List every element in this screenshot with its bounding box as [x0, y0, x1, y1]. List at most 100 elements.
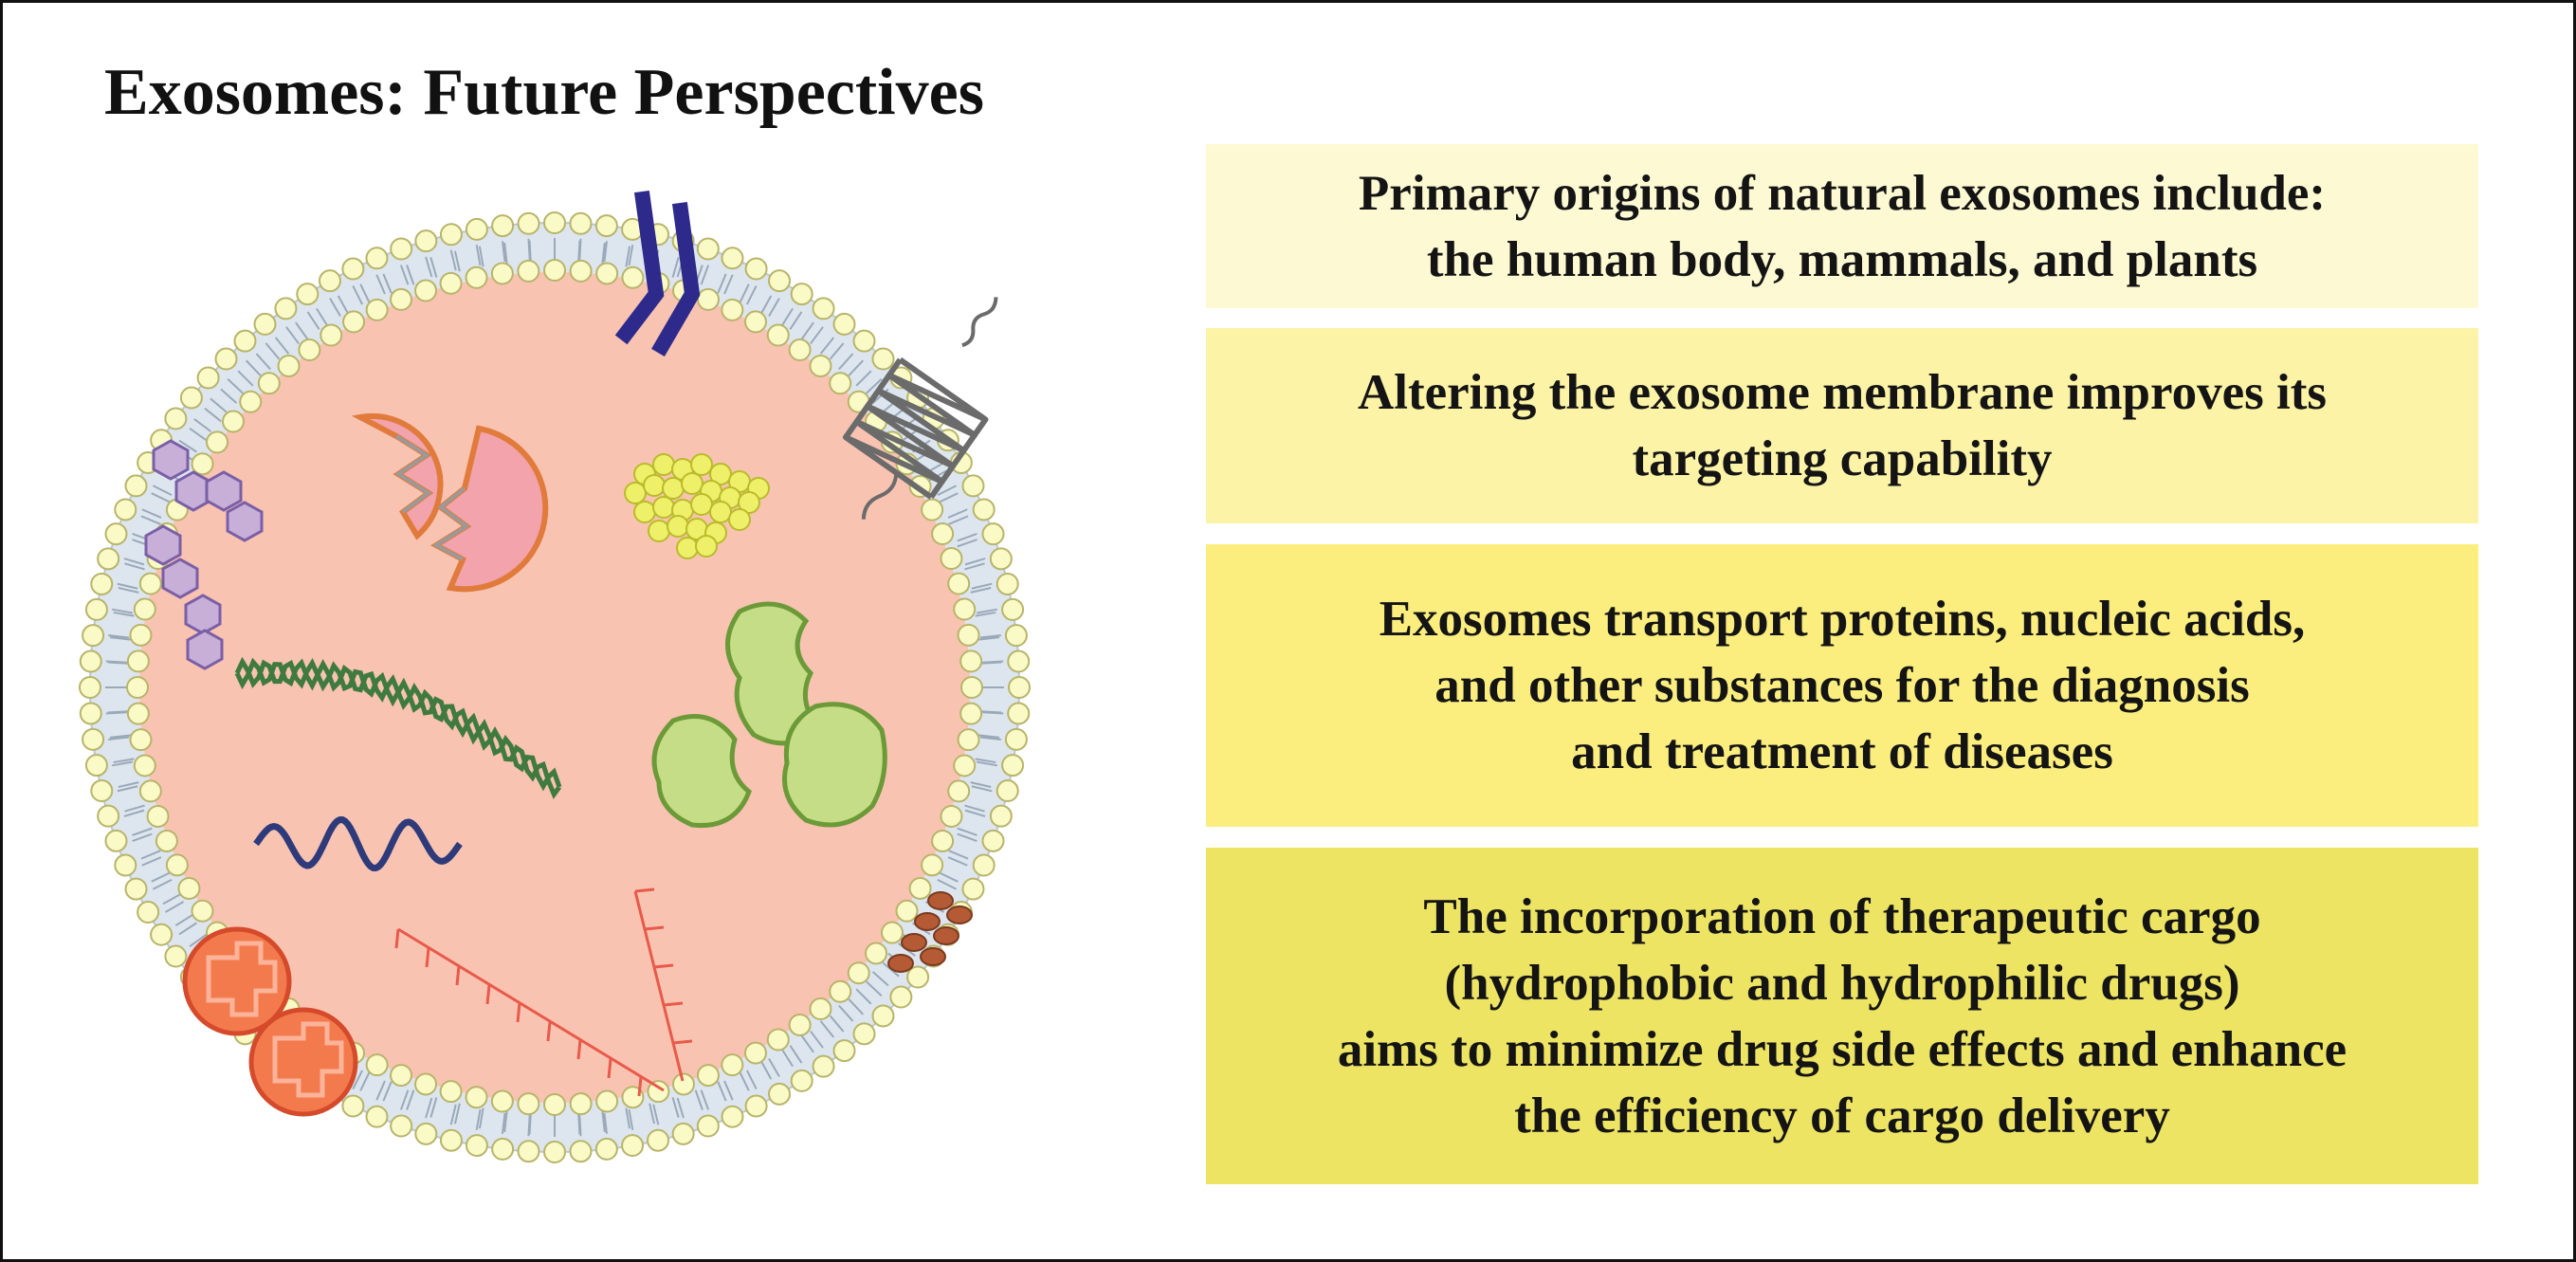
lipid-head: [543, 1141, 566, 1163]
lipid-head: [847, 961, 870, 985]
lipid-head: [852, 1022, 876, 1046]
lipid-head: [390, 287, 413, 311]
lipid-tail: [112, 760, 134, 767]
lipid-head: [253, 312, 277, 336]
lipid-head: [621, 1134, 645, 1158]
lipid-tail: [723, 274, 734, 295]
lipid-tail: [204, 407, 222, 423]
lipid-head: [768, 1082, 792, 1106]
lipid-head: [940, 804, 963, 828]
lipid-droplet: [662, 477, 685, 500]
lipid-head: [721, 247, 744, 270]
lipid-tail: [503, 242, 508, 264]
lipid-head: [341, 257, 365, 281]
lipid-tail: [449, 249, 457, 271]
lipid-tail: [745, 284, 758, 305]
lipid-tail: [939, 871, 959, 883]
lipid-head: [90, 572, 114, 595]
lipid-tail: [948, 515, 969, 525]
lipid-tail: [982, 711, 1004, 715]
lipid-tail: [265, 342, 281, 360]
lipid-head: [989, 804, 1013, 828]
lipid-head: [947, 779, 971, 803]
lipid-head: [809, 997, 832, 1021]
lipid-tail: [964, 804, 985, 813]
lipid-head: [439, 271, 463, 295]
lipid-head: [1007, 702, 1031, 725]
lipid-tail: [141, 508, 162, 519]
lipid-head: [696, 237, 720, 261]
receptor-protein-icon: [843, 297, 998, 520]
lipid-head: [744, 257, 768, 281]
lipid-tail: [947, 508, 968, 519]
lipid-head: [296, 283, 320, 306]
lipid-head: [126, 649, 150, 673]
lipid-tail: [975, 611, 996, 617]
lipid-head: [517, 259, 540, 283]
lipid-head: [239, 390, 263, 413]
lipid-tail: [625, 1107, 631, 1129]
lipid-tail: [810, 326, 824, 345]
lipid-tail: [866, 980, 883, 997]
lipid-head: [594, 214, 618, 238]
lipid-head: [671, 1122, 695, 1145]
lipid-head: [517, 1092, 540, 1116]
trna-comb-icon: [394, 887, 693, 1097]
lipid-head: [957, 728, 980, 752]
lipid-tail: [306, 311, 320, 330]
lipid-tail: [717, 1081, 727, 1102]
lipid-head: [104, 522, 128, 546]
info-box-transport: Exosomes transport proteins, nucleic aci…: [1206, 544, 2478, 827]
lipid-head: [104, 829, 128, 852]
lipid-head: [768, 269, 792, 293]
lipid-head: [569, 1092, 593, 1116]
lipid-tail: [780, 1048, 794, 1068]
lipid-head: [931, 829, 955, 852]
lipid-tail: [628, 1108, 634, 1130]
lipid-tail: [939, 492, 959, 503]
lipid-tail: [382, 273, 393, 294]
lipid-tail: [406, 265, 415, 285]
lipid-head: [79, 649, 102, 673]
lipid-tail: [123, 558, 145, 566]
lipid-head: [465, 265, 488, 289]
lipid-tail: [352, 1070, 364, 1090]
lipid-head: [277, 354, 301, 377]
info-box-membrane: Altering the exosome membrane improves i…: [1206, 328, 2478, 523]
lipid-tail: [117, 785, 138, 793]
lipid-head: [517, 1140, 540, 1163]
lipid-tail: [819, 1020, 835, 1038]
lipid-head: [647, 1128, 670, 1152]
info-box-origins: Primary origins of natural exosomes incl…: [1206, 144, 2478, 308]
lipid-tail: [449, 1104, 457, 1125]
lipid-tail: [255, 353, 271, 371]
lipid-tail: [109, 734, 131, 739]
lipid-head: [517, 211, 540, 235]
lipid-head: [177, 876, 201, 900]
lipid-head: [996, 779, 1019, 803]
lipid-droplet: [690, 453, 713, 476]
lipid-head: [961, 877, 985, 901]
lipid-head: [439, 1080, 463, 1104]
lipid-head: [906, 965, 930, 989]
dna-helix-icon: [234, 656, 562, 799]
lipid-head: [721, 298, 744, 321]
lipid-head: [947, 572, 971, 595]
box-line: Altering the exosome membrane improves i…: [1357, 365, 2327, 420]
lipid-head: [895, 899, 919, 923]
lipid-tail: [478, 1107, 484, 1129]
lipid-head: [129, 623, 153, 647]
lipid-tail: [113, 611, 135, 617]
lipid-head: [414, 279, 438, 302]
lipid-head: [972, 853, 996, 877]
lipid-head: [594, 1137, 618, 1161]
lipid-head: [79, 702, 102, 725]
lipid-tail: [978, 734, 1000, 739]
lipid-head: [871, 347, 895, 371]
lipid-droplet: [667, 515, 689, 538]
info-box-cargo: The incorporation of therapeutic cargo(h…: [1206, 848, 2478, 1184]
lipid-head: [221, 410, 245, 433]
lipid-head: [996, 572, 1019, 595]
lipid-head: [150, 923, 174, 946]
lipid-tail: [329, 298, 341, 318]
